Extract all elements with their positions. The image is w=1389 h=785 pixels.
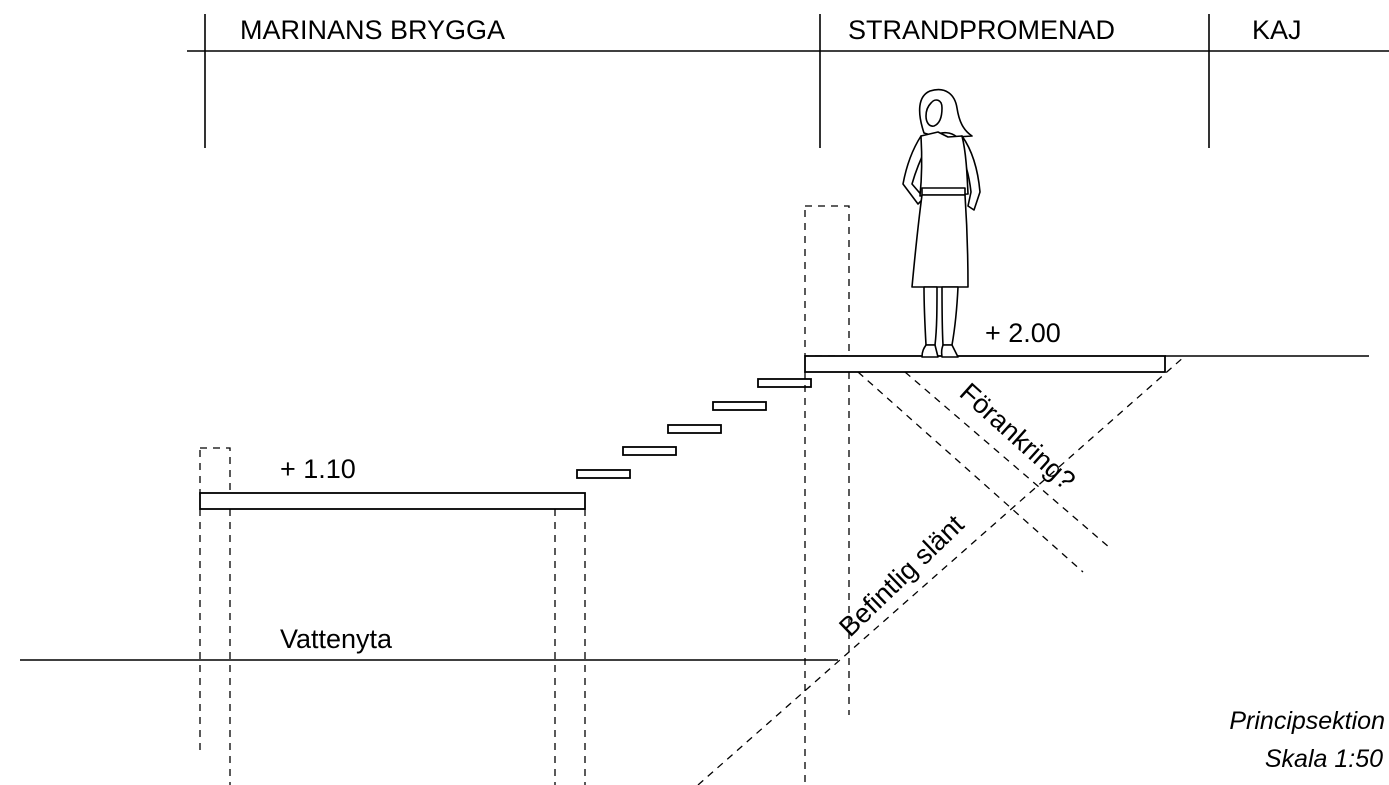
zone-label-marina: MARINANS BRYGGA [240, 15, 505, 45]
steps [576, 378, 812, 479]
person-shoe-right [940, 344, 959, 358]
step [757, 378, 812, 388]
person-shoe-left [921, 344, 939, 358]
person-skirt [911, 194, 969, 288]
person-leg-left [923, 286, 938, 346]
promenade-level-label: + 2.00 [985, 318, 1061, 348]
pier-deck [199, 492, 586, 510]
anchoring-line-b [904, 371, 1111, 549]
person-face [925, 99, 943, 127]
step [712, 401, 767, 411]
caption-scale: Skala 1:50 [1265, 745, 1383, 773]
zone-header: MARINANS BRYGGA STRANDPROMENAD KAJ [187, 14, 1389, 148]
person-jacket [919, 131, 969, 197]
person-belt [921, 187, 966, 196]
anchoring-line-a [857, 371, 1084, 573]
person-leg-right [941, 286, 959, 346]
existing-slope-line [697, 355, 1186, 785]
step [576, 469, 631, 479]
promenade-deck [804, 355, 1166, 373]
pier-post-top [199, 447, 231, 495]
caption-title: Principsektion [1229, 707, 1385, 735]
person-figure [902, 88, 981, 358]
slope-label: Befintlig slänt [833, 509, 970, 642]
step [622, 446, 677, 456]
promenade: + 2.00 [804, 205, 1369, 785]
promenade-pile-top [804, 205, 850, 357]
pier-level-label: + 1.10 [280, 454, 356, 484]
step [667, 424, 722, 434]
zone-label-quay: KAJ [1252, 15, 1302, 45]
anchoring-label: Förankring? [954, 377, 1081, 496]
zone-label-promenade: STRANDPROMENAD [848, 15, 1115, 45]
water-surface-label: Vattenyta [280, 624, 393, 654]
pier: + 1.10 [199, 447, 586, 785]
